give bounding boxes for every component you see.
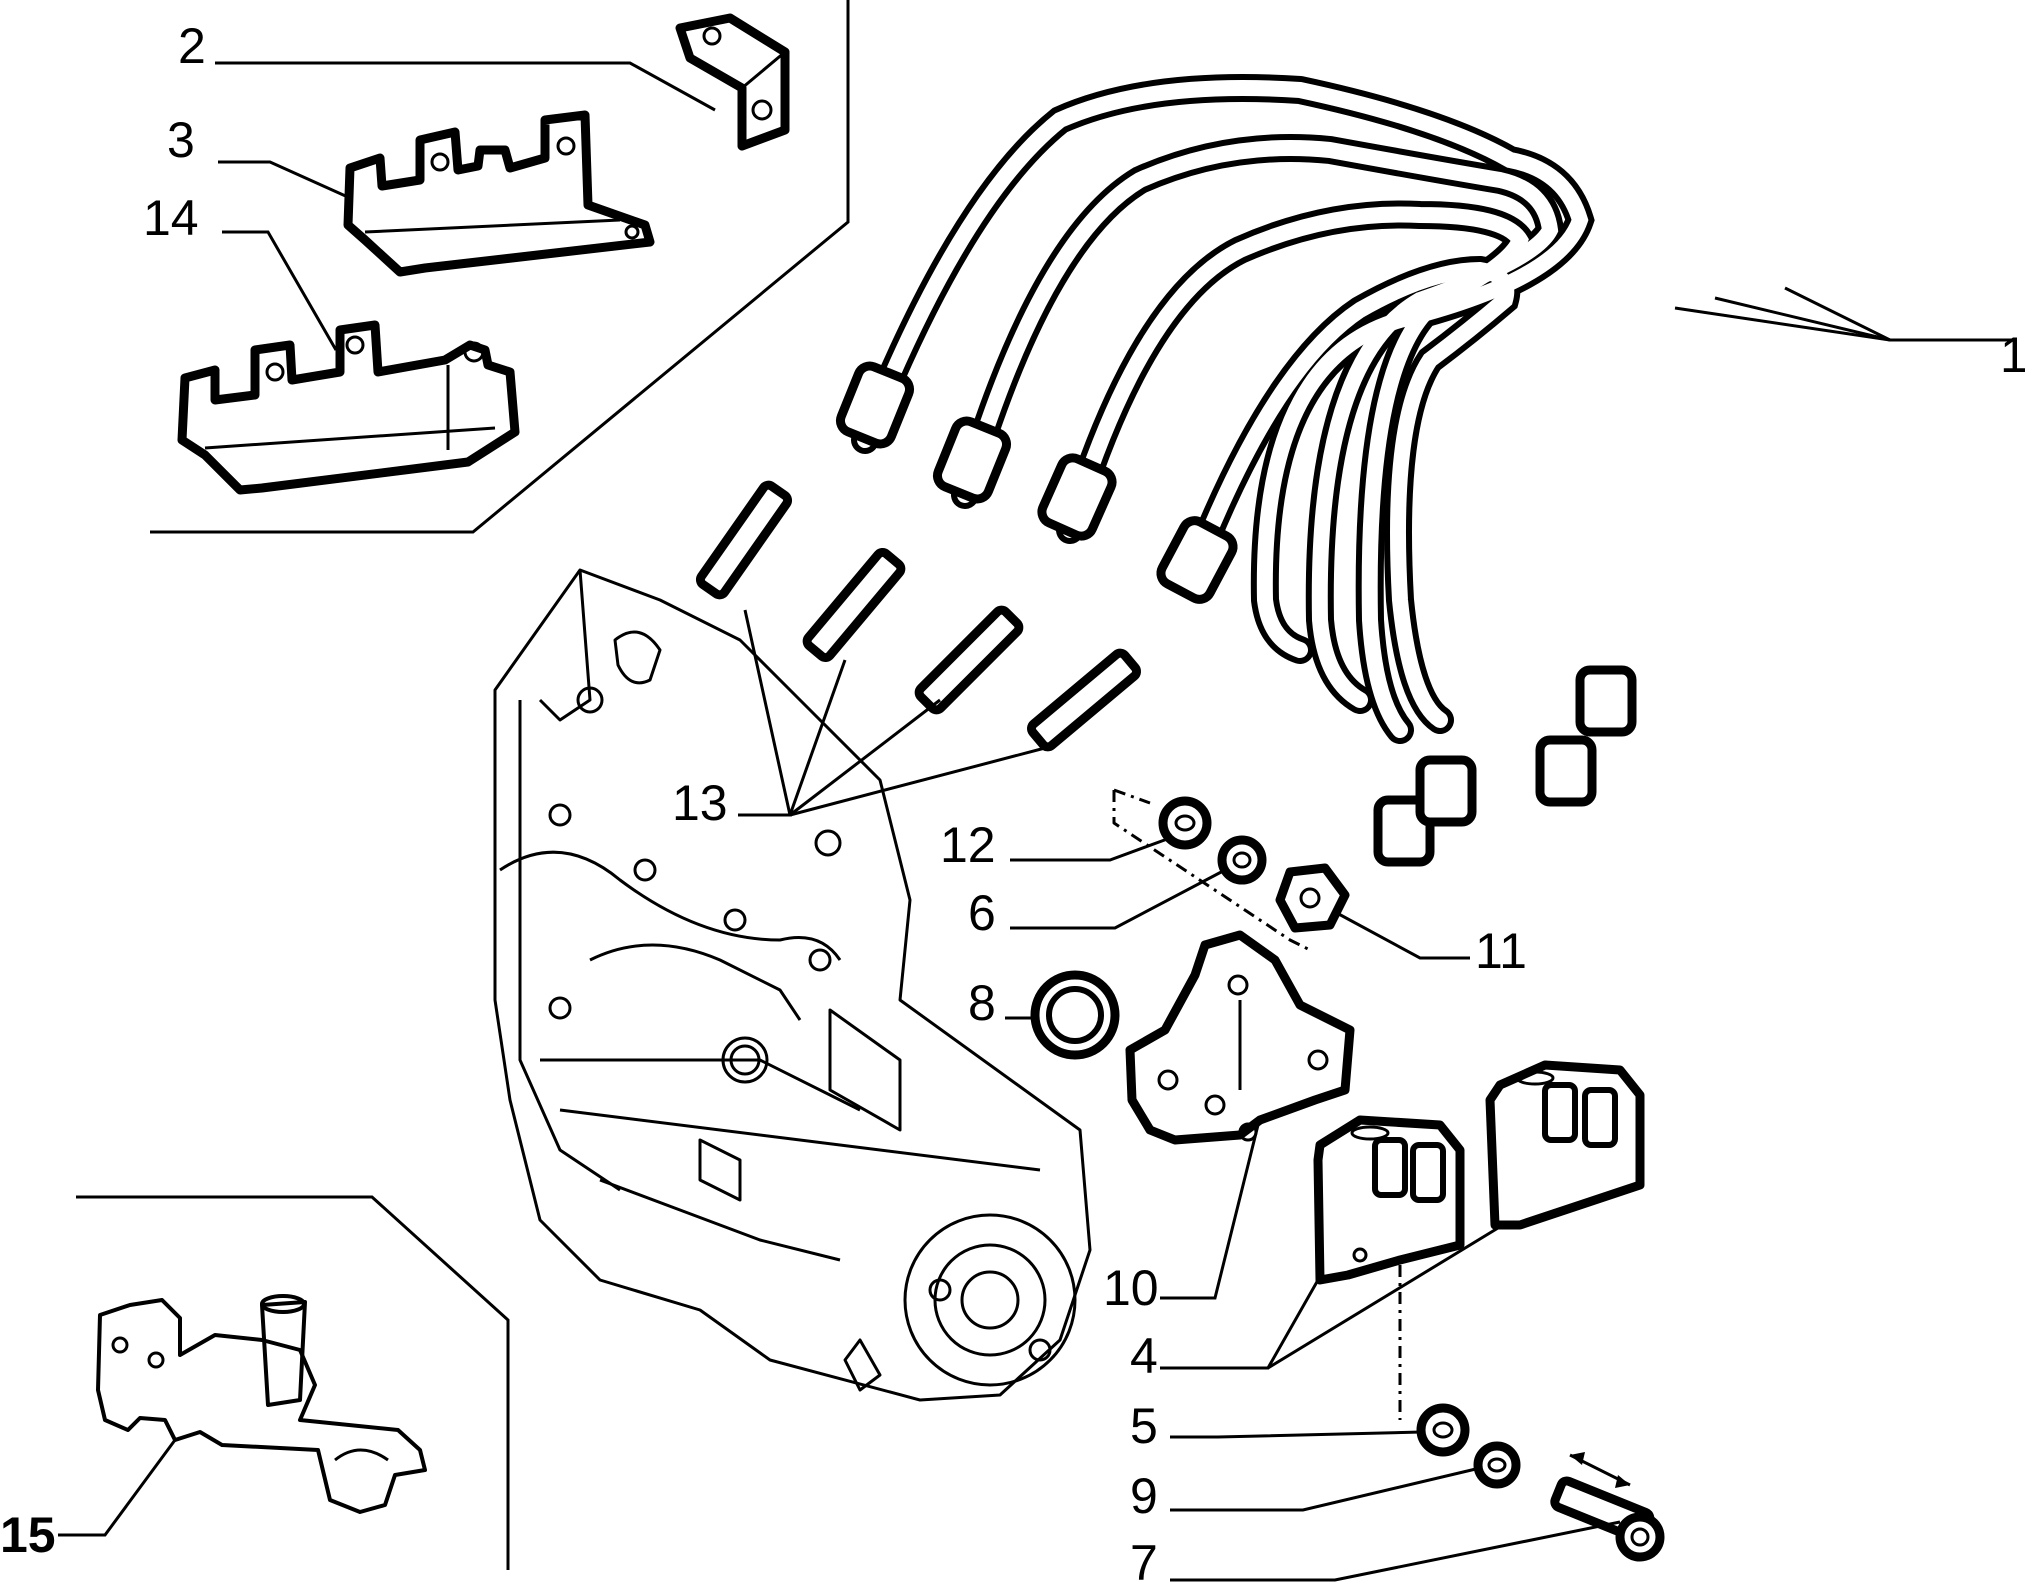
part-4-ignition-coil-a: [1313, 1115, 1465, 1285]
callout-10: 10: [1103, 1260, 1159, 1316]
plug-boot-2: [932, 416, 1012, 504]
plug-boot-4: [1156, 516, 1238, 604]
callout-8: 8: [968, 975, 996, 1031]
callout-3: 3: [167, 112, 195, 168]
part-14-coil-cover: [177, 320, 520, 495]
leader-lines: [58, 61, 2012, 1582]
plug-boot-1: [835, 361, 915, 449]
part-4-ignition-coil-b: [1485, 1060, 1645, 1230]
spark-plug-3: [914, 605, 1024, 715]
callout-6: 6: [968, 885, 996, 941]
part-15-coil-bracket: [96, 1294, 427, 1514]
plug-boot-3: [1037, 453, 1117, 541]
callout-1: 1: [2000, 327, 2025, 383]
callout-13: 13: [672, 775, 728, 831]
coil-boot-4: [1575, 665, 1637, 737]
part-9-washer: [1473, 1441, 1521, 1489]
spark-plug-4: [1026, 648, 1142, 752]
part-6-washer: [1217, 835, 1267, 885]
part-8-seal-ring: [1030, 970, 1120, 1060]
coil-boot-2: [1415, 755, 1477, 827]
spark-plug-2: [802, 547, 906, 663]
coil-boot-3: [1535, 735, 1597, 807]
part-11-nut: [1275, 863, 1350, 933]
callout-5: 5: [1130, 1398, 1158, 1454]
part-13-spark-plugs: [695, 480, 1142, 752]
callout-2: 2: [178, 18, 206, 74]
spark-plug-1: [695, 480, 793, 600]
callout-11: 11: [1475, 923, 1527, 979]
callout-14: 14: [143, 190, 199, 246]
callout-15: 15: [0, 1507, 56, 1563]
part-1-ignition-cables: [835, 74, 1637, 867]
part-10-coil-support: [1125, 930, 1355, 1145]
callout-labels: 2 3 14 1 13 12 6 11 8 10 4 5 9 7 15: [0, 18, 2025, 1582]
part-2-bracket: [675, 13, 790, 151]
engine-block: [493, 568, 1092, 1402]
callout-7: 7: [1130, 1535, 1158, 1582]
callout-4: 4: [1130, 1328, 1158, 1384]
part-5-washer: [1416, 1403, 1470, 1457]
inset-frame-bottom: [76, 1195, 510, 1570]
inset-frame-top: [150, 0, 850, 534]
part-12-washer: [1158, 796, 1212, 850]
part-7-bolt: [1550, 1476, 1665, 1562]
callout-9: 9: [1130, 1468, 1158, 1524]
callout-12: 12: [940, 817, 996, 873]
part-3-coil-cover: [343, 110, 655, 277]
